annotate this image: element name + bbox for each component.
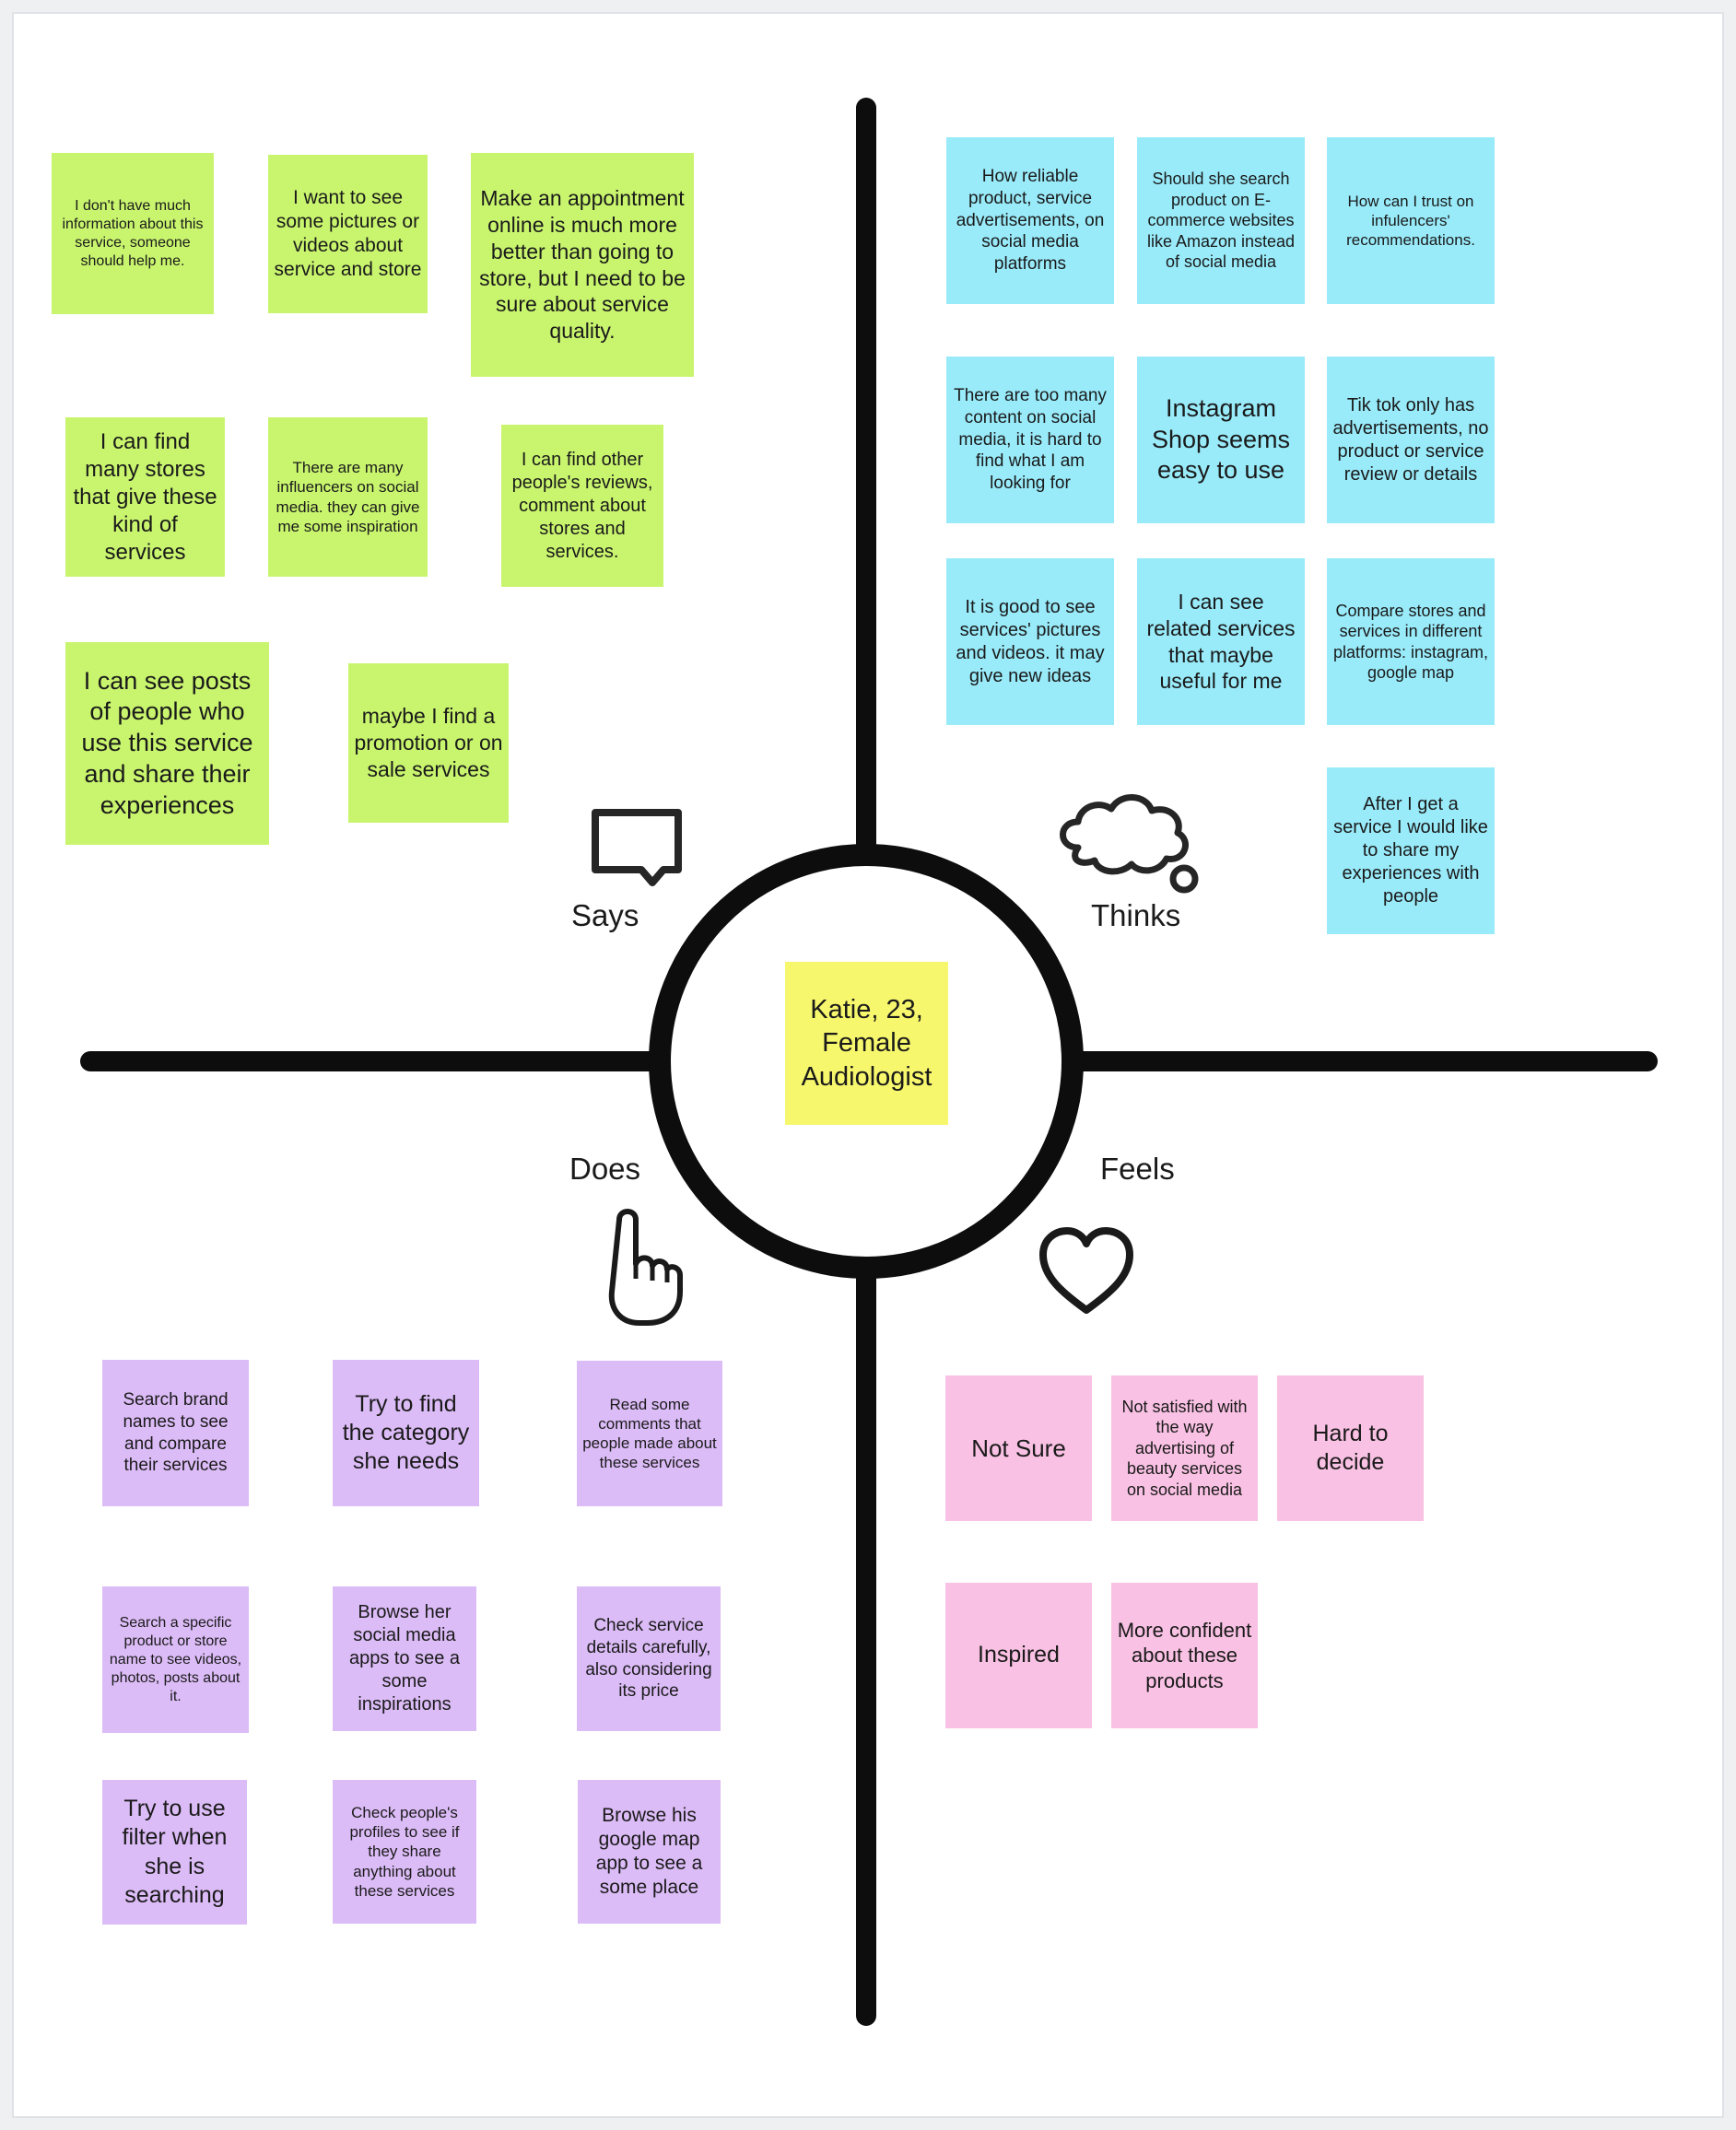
thinks-note: Should she search product on E-commerce … [1137,137,1305,304]
note-text: I can find many stores that give these k… [73,428,217,565]
note-text: Not satisfied with the way advertising o… [1121,1397,1248,1499]
persona-note: Katie, 23, Female Audiologist [785,962,948,1125]
quadrant-label-thinks: Thinks [1091,898,1181,932]
note-text: Should she search product on E-commerce … [1146,170,1296,272]
thinks-note: Tik tok only has advertisements, no prod… [1327,357,1495,523]
note-text: Try to use filter when she is searching [122,1796,228,1908]
note-text: Compare stores and services in different… [1332,601,1489,683]
does-note: Check people's profiles to see if they s… [333,1780,476,1924]
note-text: Read some comments that people made abou… [582,1395,717,1472]
does-note: Check service details carefully, also co… [577,1586,721,1731]
quadrant-label-says: Says [571,898,639,932]
feels-note: Hard to decide [1277,1375,1424,1521]
note-text: Not Sure [971,1434,1066,1462]
note-text: maybe I find a promotion or on sale serv… [354,704,503,781]
says-note: I want to see some pictures or videos ab… [268,155,428,313]
speech-bubble-icon [592,809,682,886]
heart-icon [1039,1227,1133,1314]
does-note: Browse his google map app to see a some … [578,1780,721,1924]
thinks-note: After I get a service I would like to sh… [1327,767,1495,934]
note-text: I can see related services that maybe us… [1146,590,1296,694]
feels-note: Inspired [945,1583,1092,1728]
persona-text: Katie, 23, Female Audiologist [801,995,933,1092]
note-text: How reliable product, service advertisem… [956,167,1105,275]
says-note: Make an appointment online is much more … [471,153,694,377]
feels-note: Not satisfied with the way advertising o… [1111,1375,1258,1521]
thinks-note: I can see related services that maybe us… [1137,558,1305,725]
feels-note: Not Sure [945,1375,1092,1521]
thinks-note: How can I trust on infulencers' recommen… [1327,137,1495,304]
note-text: Tik tok only has advertisements, no prod… [1332,394,1489,485]
note-text: Try to find the category she needs [342,1390,470,1475]
thinks-note: Instagram Shop seems easy to use [1137,357,1305,523]
does-note: Search brand names to see and compare th… [102,1360,249,1506]
note-text: There are too many content on social med… [954,386,1107,494]
does-note: Try to use filter when she is searching [102,1780,247,1925]
quadrant-label-does: Does [569,1152,641,1186]
thinks-note: There are too many content on social med… [946,357,1114,523]
note-text: Make an appointment online is much more … [479,186,686,343]
does-note: Search a specific product or store name … [102,1586,249,1733]
note-text: After I get a service I would like to sh… [1333,794,1488,907]
says-note: There are many influencers on social med… [268,417,428,577]
note-text: How can I trust on infulencers' recommen… [1346,192,1475,250]
thinks-note: It is good to see services' pictures and… [946,558,1114,725]
does-note: Read some comments that people made abou… [577,1361,722,1506]
note-text: Browse his google map app to see a some … [595,1804,703,1899]
says-note: I can find other people's reviews, comme… [501,425,663,587]
thinks-note: Compare stores and services in different… [1327,558,1495,725]
quadrant-label-feels: Feels [1100,1152,1175,1186]
says-note: I can see posts of people who use this s… [65,642,269,845]
note-text: Hard to decide [1312,1420,1389,1475]
pointing-hand-icon [608,1209,683,1326]
note-text: Check service details carefully, also co… [585,1616,712,1702]
note-text: Search brand names to see and compare th… [123,1390,229,1476]
note-text: More confident about these products [1117,1618,1252,1692]
note-text: There are many influencers on social med… [276,459,420,535]
note-text: Inspired [978,1642,1060,1668]
thought-cloud-icon [1060,794,1199,894]
note-text: Browse her social media apps to see a so… [348,1602,461,1715]
note-text: I can find other people's reviews, comme… [511,449,653,562]
note-text: I can see posts of people who use this s… [81,666,253,819]
does-note: Try to find the category she needs [333,1360,479,1506]
feels-note: More confident about these products [1111,1583,1258,1728]
does-note: Browse her social media apps to see a so… [333,1586,476,1731]
note-text: Search a specific product or store name … [109,1614,242,1704]
says-note: I can find many stores that give these k… [65,417,225,577]
note-text: Check people's profiles to see if they s… [349,1803,460,1900]
note-text: I don't have much information about this… [62,197,204,269]
says-note: maybe I find a promotion or on sale serv… [348,663,509,823]
says-note: I don't have much information about this… [52,153,214,314]
note-text: It is good to see services' pictures and… [956,596,1105,686]
note-text: I want to see some pictures or videos ab… [274,186,422,281]
note-text: Instagram Shop seems easy to use [1151,393,1291,485]
thinks-note: How reliable product, service advertisem… [946,137,1114,304]
